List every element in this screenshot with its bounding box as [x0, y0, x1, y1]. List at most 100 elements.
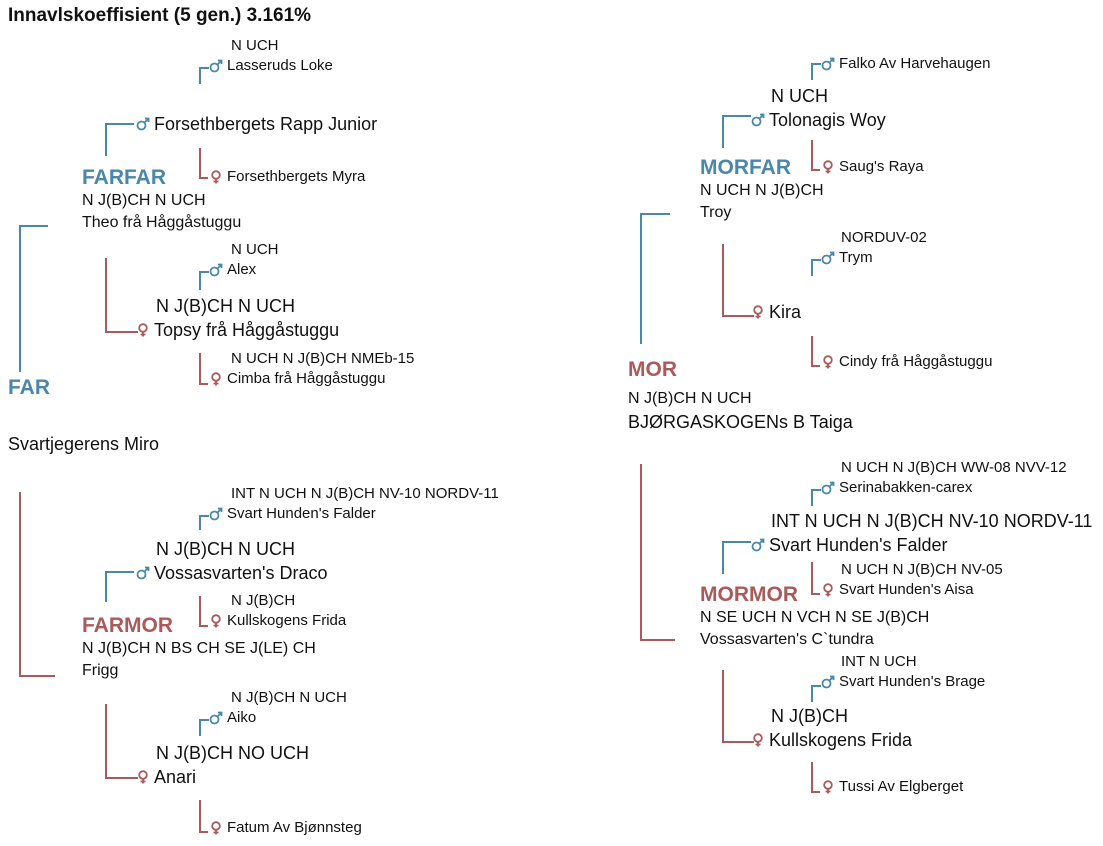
male-icon — [136, 566, 150, 580]
dog-name: Vossasvarten's C`tundra — [700, 631, 874, 648]
female-icon — [211, 821, 221, 835]
dog-title: INT N UCH N J(B)CH NV-10 NORDV-11 — [771, 511, 1093, 531]
dog-name: Falko Av Harvehaugen — [839, 55, 991, 72]
mormor-block[interactable]: MORMOR N SE UCH N VCH N SE J(B)CH Vossas… — [700, 583, 929, 651]
fm-m-m[interactable]: Fatum Av Bjønnsteg — [209, 818, 362, 838]
dog-name: Lasseruds Loke — [227, 57, 333, 74]
dog-title: N J(B)CH N UCH — [628, 390, 752, 407]
dog-name: Anari — [154, 767, 197, 787]
mf-sire[interactable]: N UCH Tolonagis Woy — [751, 84, 886, 132]
mm-m-m[interactable]: Tussi Av Elgberget — [821, 777, 963, 797]
mf-dam[interactable]: Kira — [751, 300, 801, 324]
mf-m-f[interactable]: NORDUV-02 Trym — [821, 228, 927, 268]
dog-title: INT N UCH N J(B)CH NV-10 NORDV-11 — [231, 485, 499, 502]
female-icon — [211, 170, 221, 184]
female-icon — [823, 780, 833, 794]
female-icon — [138, 770, 148, 784]
female-icon — [211, 372, 221, 386]
dog-name: Forsethbergets Myra — [227, 168, 366, 185]
ff-sire[interactable]: Forsethbergets Rapp Junior — [136, 112, 377, 136]
dog-name: Topsy frå Håggåstuggu — [154, 320, 340, 340]
dog-title: N UCH — [231, 241, 279, 258]
fm-dam[interactable]: N J(B)CH NO UCH Anari — [136, 741, 309, 789]
inbreeding-coefficient: Innavlskoeffisient (5 gen.) 3.161% — [8, 5, 312, 26]
dog-name: Tussi Av Elgberget — [839, 778, 964, 795]
dog-title: N UCH N J(B)CH WW-08 NVV-12 — [841, 459, 1067, 476]
dog-name: Tolonagis Woy — [769, 110, 886, 130]
female-icon — [823, 355, 833, 369]
ff-f-m[interactable]: Forsethbergets Myra — [209, 167, 365, 187]
female-icon — [753, 733, 763, 747]
dog-name: Kullskogens Frida — [227, 612, 347, 629]
male-icon — [751, 538, 765, 552]
connector-farfar-sire — [105, 123, 134, 156]
dog-name: Aiko — [227, 709, 257, 726]
mor-block[interactable]: N J(B)CH N UCH BJØRGASKOGENs B Taiga — [628, 388, 853, 434]
ff-m-m[interactable]: N UCH N J(B)CH NMEb-15 Cimba frå Håggåst… — [209, 349, 414, 389]
fm-f-f[interactable]: INT N UCH N J(B)CH NV-10 NORDV-11 Svart … — [209, 484, 499, 524]
role-farmor: FARMOR — [82, 614, 173, 637]
male-icon — [209, 507, 223, 521]
dog-name: Cimba frå Håggåstuggu — [227, 370, 386, 387]
male-icon — [751, 113, 765, 127]
dog-title: INT N UCH — [841, 653, 917, 670]
dog-name: Saug's Raya — [839, 158, 924, 175]
ff-f-f[interactable]: N UCH Lasseruds Loke — [209, 36, 333, 76]
dog-name: Frigg — [82, 662, 119, 679]
female-icon — [823, 583, 833, 597]
dog-title: N UCH — [771, 86, 828, 106]
ff-m-f[interactable]: N UCH Alex — [209, 240, 279, 280]
male-icon — [821, 481, 835, 495]
mm-dam[interactable]: N J(B)CH Kullskogens Frida — [751, 704, 912, 752]
mf-m-m[interactable]: Cindy frå Håggåstuggu — [821, 352, 992, 372]
dog-name: Svart Hunden's Aisa — [839, 581, 974, 598]
subject-name[interactable]: Svartjegerens Miro — [8, 434, 160, 454]
dog-name: Trym — [839, 249, 873, 266]
mm-f-f[interactable]: N UCH N J(B)CH WW-08 NVV-12 Serinabakken… — [821, 458, 1067, 498]
dog-title: N UCH — [231, 37, 279, 54]
ff-dam[interactable]: N J(B)CH N UCH Topsy frå Håggåstuggu — [136, 294, 339, 342]
dog-title: NORDUV-02 — [841, 229, 927, 246]
farfar-block[interactable]: FARFAR N J(B)CH N UCH Theo frå Håggåstug… — [82, 166, 241, 234]
female-icon — [823, 160, 833, 174]
female-icon — [211, 614, 221, 628]
male-icon — [821, 251, 835, 265]
fm-sire[interactable]: N J(B)CH N UCH Vossasvarten's Draco — [136, 537, 328, 585]
dog-title: N J(B)CH N UCH — [231, 689, 347, 706]
dog-name: Vossasvarten's Draco — [154, 563, 328, 583]
mm-sire[interactable]: INT N UCH N J(B)CH NV-10 NORDV-11 Svart … — [751, 509, 1092, 557]
dog-title: N J(B)CH — [231, 592, 296, 609]
connector-mor-subject — [19, 492, 55, 677]
dog-name: Troy — [700, 204, 732, 221]
dog-name: Svart Hunden's Brage — [839, 673, 986, 690]
fm-m-f[interactable]: N J(B)CH N UCH Aiko — [209, 688, 347, 728]
mf-f-m[interactable]: Saug's Raya — [821, 157, 924, 177]
dog-title: N J(B)CH NO UCH — [156, 743, 309, 763]
connector-farfar-dam — [105, 258, 138, 333]
morfar-block[interactable]: MORFAR N UCH N J(B)CH Troy — [700, 156, 824, 224]
mm-m-f[interactable]: INT N UCH Svart Hunden's Brage — [821, 652, 985, 692]
fm-f-m[interactable]: N J(B)CH Kullskogens Frida — [209, 591, 346, 631]
dog-name: BJØRGASKOGENs B Taiga — [628, 412, 853, 432]
dog-title: N J(B)CH — [771, 706, 848, 726]
farmor-block[interactable]: FARMOR N J(B)CH N BS CH SE J(LE) CH Frig… — [82, 614, 316, 682]
dog-name: Svart Hunden's Falder — [769, 535, 948, 555]
dog-name: Forsethbergets Rapp Junior — [154, 114, 378, 134]
role-farfar: FARFAR — [82, 166, 166, 189]
male-icon — [209, 711, 223, 725]
dog-title: N UCH N J(B)CH — [700, 182, 824, 199]
connector-far — [19, 225, 48, 372]
dog-name: Svart Hunden's Falder — [227, 505, 376, 522]
dog-name: Kira — [769, 302, 802, 322]
mf-f-f[interactable]: Falko Av Harvehaugen — [821, 54, 991, 74]
dog-title: N J(B)CH N UCH — [156, 296, 295, 316]
dog-title: N UCH N J(B)CH NV-05 — [841, 561, 1003, 578]
mm-f-m[interactable]: N UCH N J(B)CH NV-05 Svart Hunden's Aisa — [821, 560, 1003, 600]
dog-title: N J(B)CH N BS CH SE J(LE) CH — [82, 640, 316, 657]
dog-title: N SE UCH N VCH N SE J(B)CH — [700, 609, 930, 626]
dog-name: Alex — [227, 261, 257, 278]
male-icon — [136, 117, 150, 131]
male-icon — [209, 59, 223, 73]
role-mor: MOR — [628, 358, 677, 381]
